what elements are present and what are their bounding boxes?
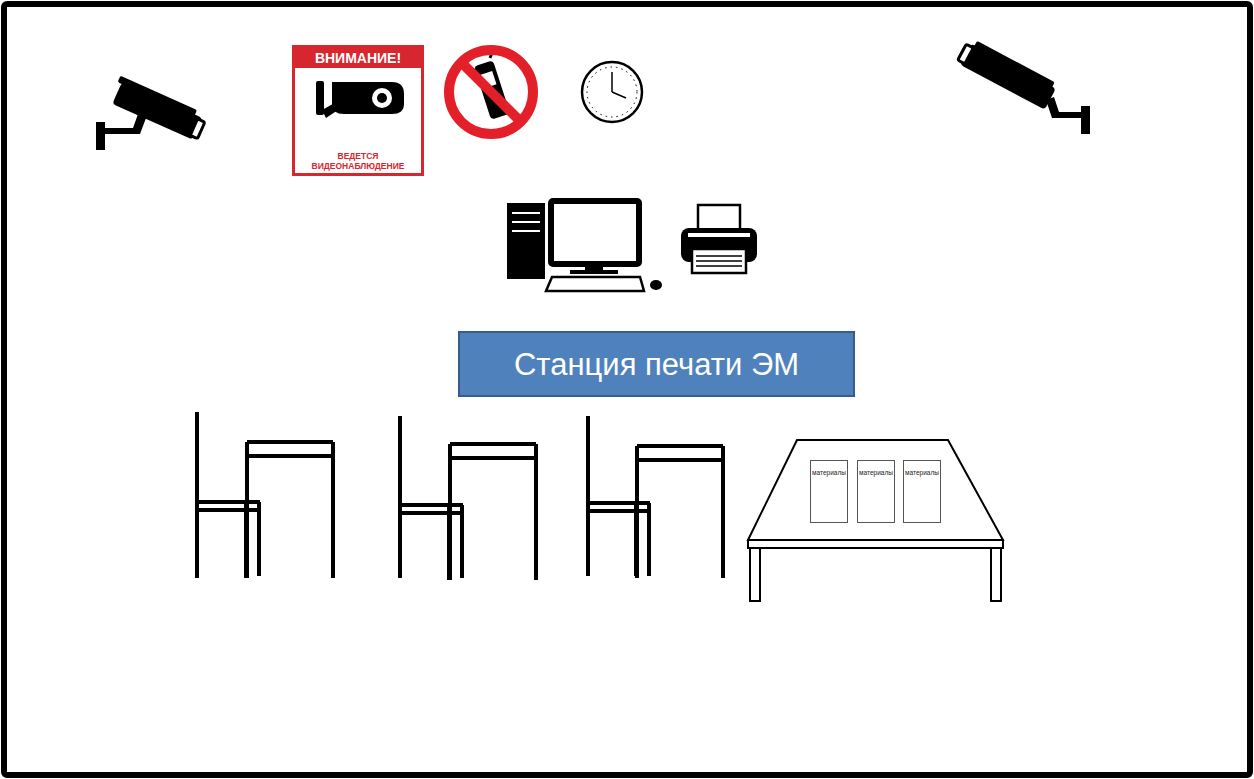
computer-icon — [507, 201, 662, 291]
materials-sheet: материалы — [903, 460, 941, 523]
camera-icon — [96, 76, 208, 150]
table-leg — [750, 548, 760, 601]
print-station-box: Станция печати ЭМ — [458, 331, 855, 397]
desk-sets — [197, 412, 723, 580]
camera-arm — [104, 114, 146, 134]
printer-paper — [698, 205, 740, 231]
table-edge — [748, 540, 1003, 548]
printer-line — [696, 255, 742, 257]
prohibit-bar — [461, 62, 521, 122]
camera-hood — [118, 76, 198, 117]
node-label: материалы — [811, 469, 847, 477]
clock-icon — [582, 62, 642, 122]
sign-camera-icon — [316, 81, 404, 118]
pc-keyboard — [546, 277, 644, 291]
pc-tower — [507, 203, 545, 279]
camera-housing — [332, 82, 404, 114]
materials-sheet: материалы — [857, 460, 895, 523]
printer-line — [696, 265, 742, 267]
table-leg — [991, 548, 1001, 601]
camera-lens — [190, 119, 205, 139]
camera-body — [956, 37, 1058, 110]
sign-caption: ВЕДЕТСЯ ВИДЕОНАБЛЮДЕНИЕ — [295, 151, 421, 173]
pc-mouse — [650, 280, 662, 290]
warning-sign: ВНИМАНИЕ! ВЕДЕТСЯ ВИДЕОНАБЛЮДЕНИЕ — [292, 45, 424, 176]
camera-icon — [956, 37, 1090, 134]
clock-face — [582, 62, 642, 122]
printer-slot — [688, 233, 750, 237]
camera-arm — [322, 100, 344, 118]
prohibit-ring — [449, 50, 533, 134]
clock-ticks — [587, 67, 637, 117]
node-label: материалы — [904, 469, 940, 477]
camera-mount — [96, 122, 105, 150]
chair-desk — [197, 412, 333, 578]
node-label: Станция печати ЭМ — [514, 349, 799, 380]
pc-slot — [512, 230, 540, 232]
desk — [450, 444, 536, 580]
chair-desk — [400, 416, 536, 580]
clock-hand — [611, 72, 613, 92]
desk — [637, 446, 723, 578]
pc-slot — [512, 212, 540, 214]
camera-mount — [316, 81, 324, 115]
clock-hand — [612, 92, 626, 98]
node-label: материалы — [858, 469, 894, 477]
camera-hood — [974, 41, 1055, 88]
camera-lens — [958, 44, 974, 64]
camera-lens-core — [377, 93, 387, 103]
table-top — [748, 440, 1003, 540]
camera-body — [109, 76, 208, 142]
no-phone-sign — [449, 50, 533, 134]
chair — [197, 412, 260, 578]
materials-sheet: материалы — [810, 460, 848, 523]
chair-desk — [588, 416, 723, 578]
chair — [588, 416, 650, 576]
desk — [247, 442, 333, 578]
camera-mount — [1081, 106, 1090, 134]
pc-slot — [512, 221, 540, 223]
camera-lens — [372, 88, 392, 108]
chair — [400, 416, 463, 580]
pc-monitor — [551, 201, 639, 264]
pc-stand-base — [570, 270, 618, 274]
sign-heading: ВНИМАНИЕ! — [295, 48, 421, 68]
materials-table — [748, 440, 1003, 601]
printer-icon — [681, 205, 757, 273]
printer-tray — [692, 249, 746, 273]
camera-arm — [1046, 97, 1082, 118]
printer-line — [696, 260, 742, 262]
room-frame — [4, 4, 1250, 775]
